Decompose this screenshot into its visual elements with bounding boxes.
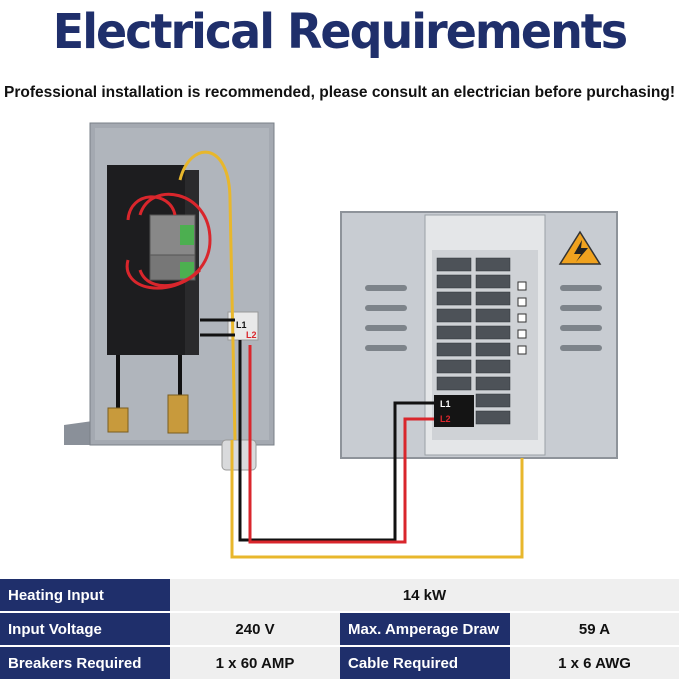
input-voltage-value: 240 V <box>170 613 340 645</box>
page-subtitle: Professional installation is recommended… <box>4 84 675 101</box>
cable-required-label: Cable Required <box>340 647 510 679</box>
max-amperage-value: 59 A <box>510 613 679 645</box>
breakers-required-value: 1 x 60 AMP <box>170 647 340 679</box>
heater-terminal-l2: L2 <box>246 330 257 340</box>
heating-input-value: 14 kW <box>170 579 679 611</box>
water-heater-unit: L1 L2 <box>64 122 275 471</box>
spec-row-breakers: Breakers Required 1 x 60 AMP Cable Requi… <box>0 647 679 679</box>
heater-terminal-l1: L1 <box>236 320 247 330</box>
panel-breaker-l1: L1 <box>440 399 451 409</box>
high-voltage-warning-icon <box>558 230 602 265</box>
panel-breaker-l2: L2 <box>440 414 451 424</box>
max-amperage-label: Max. Amperage Draw <box>340 613 510 645</box>
supply-wires <box>230 340 524 559</box>
heating-input-label: Heating Input <box>0 579 170 611</box>
heater-double-pole-breaker <box>434 395 474 427</box>
page-title: Electrical Requirements <box>52 2 628 60</box>
input-voltage-label: Input Voltage <box>0 613 170 645</box>
cable-required-value: 1 x 6 AWG <box>510 647 679 679</box>
spec-row-heating-input: Heating Input 14 kW <box>0 579 679 611</box>
wiring-diagram: L1 L2 <box>64 122 618 559</box>
spec-row-voltage: Input Voltage 240 V Max. Amperage Draw 5… <box>0 613 679 645</box>
specs-table: Heating Input 14 kW Input Voltage 240 V … <box>0 577 679 681</box>
breaker-panel: L1 L2 <box>340 211 618 459</box>
breakers-required-label: Breakers Required <box>0 647 170 679</box>
